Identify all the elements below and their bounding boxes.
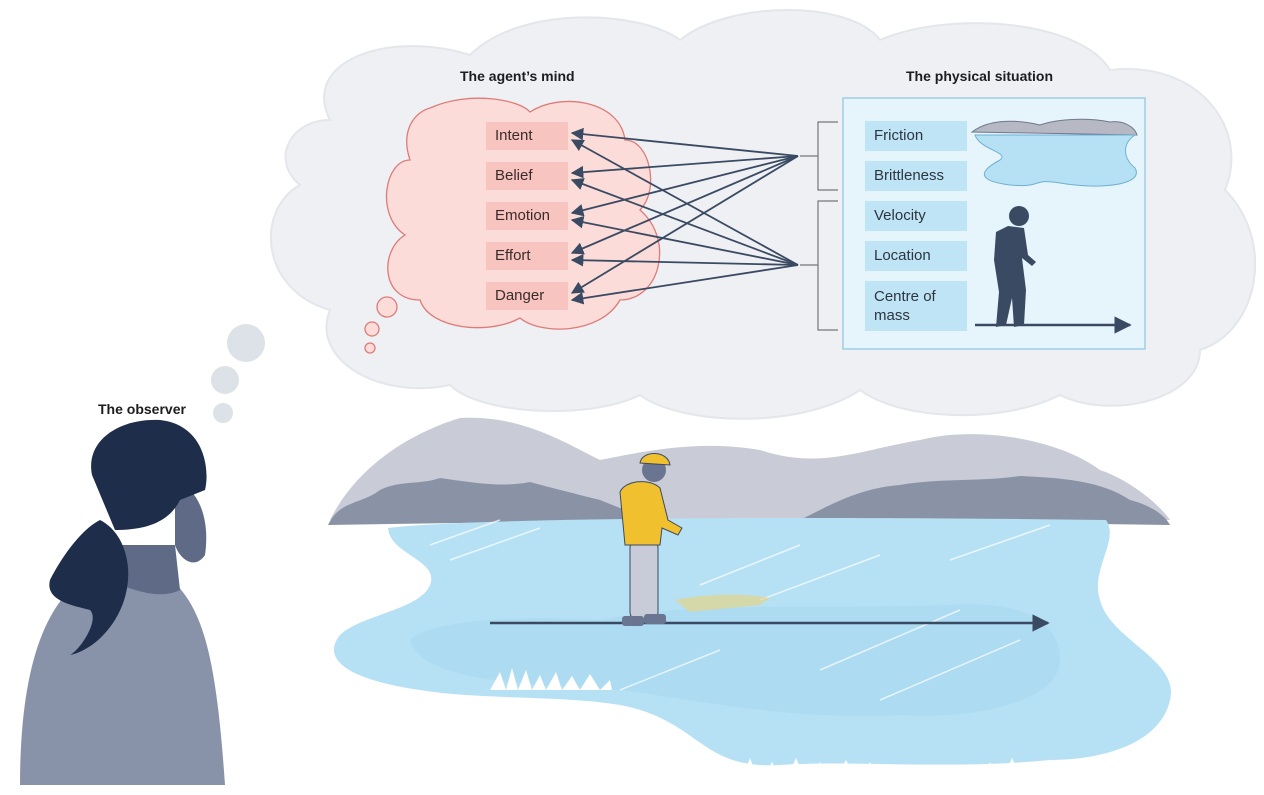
arrow-environment-to-effort [570,155,799,255]
agent-mind-heading: The agent’s mind [460,68,575,84]
physical-factor-brittleness: Brittleness [865,161,967,191]
arrow-environment-to-belief [570,155,799,179]
arrow-agent-to-intent [570,139,799,266]
physical-factor-centre-of-mass: Centre of mass [865,281,967,331]
arrow-agent-to-emotion [570,216,799,266]
mind-factor-belief: Belief [486,162,568,190]
observer-figure [20,419,225,785]
arrow-agent-to-belief [570,178,799,266]
arrow-environment-to-danger [570,155,799,294]
arrow-agent-to-effort [570,253,799,267]
physical-factor-location: Location [865,241,967,271]
grass [490,668,1070,785]
bracket-agent [800,200,838,331]
mind-factor-intent: Intent [486,122,568,150]
physical-factor-friction: Friction [865,121,967,151]
skater-figure [619,453,770,626]
arrow-environment-to-intent [570,127,799,157]
observer-heading: The observer [98,401,186,417]
landscape [328,417,1171,785]
arrow-agent-to-danger [570,264,799,305]
physical-factor-velocity: Velocity [865,201,967,231]
mind-factor-emotion: Emotion [486,202,568,230]
mind-factor-effort: Effort [486,242,568,270]
mini-lake-icon [970,118,1138,187]
agent-silhouette [975,206,1132,334]
mind-factor-danger: Danger [486,282,568,310]
arrow-environment-to-emotion [570,155,799,217]
physical-situation-heading: The physical situation [906,68,1054,84]
bracket-environment [800,121,838,191]
connection-arrows [570,127,799,305]
